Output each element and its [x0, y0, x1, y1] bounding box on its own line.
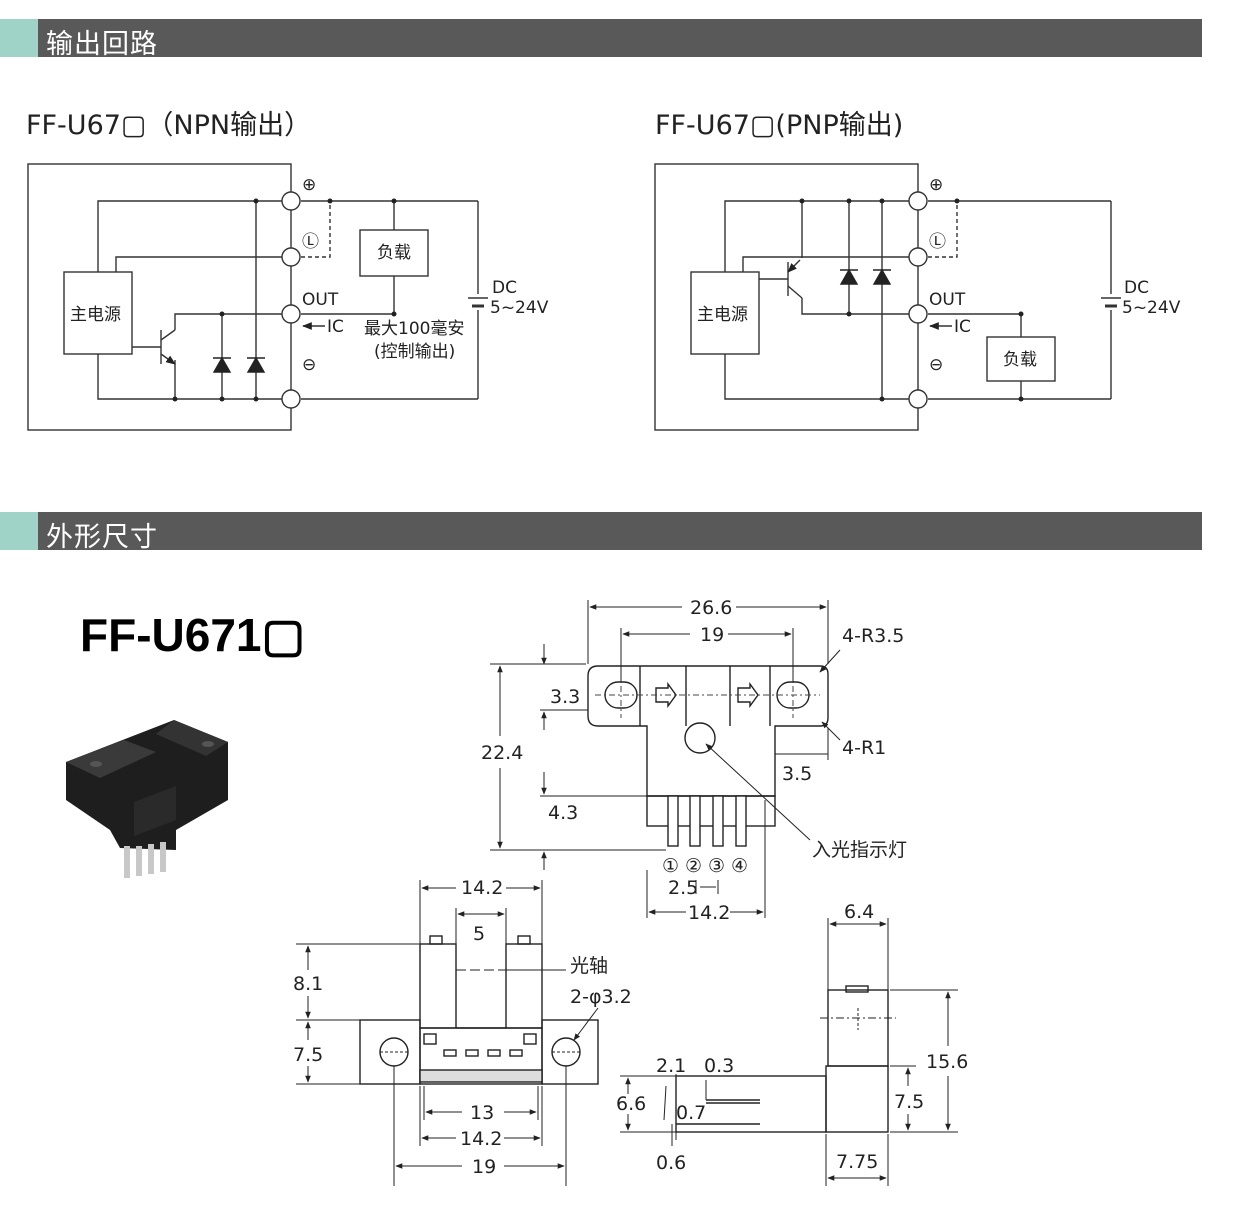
pnp-sensor-box — [654, 163, 919, 431]
dim-side-6-4: 6.4 — [844, 901, 874, 923]
optical-axis-label: 光轴 — [570, 955, 608, 977]
minus-icon: ⊖ — [929, 355, 943, 375]
dim-26-6: 26.6 — [690, 597, 732, 619]
dim-22-4: 22.4 — [481, 742, 523, 764]
npn-labels: ⊕ Ⓛ OUT IC ⊖ 主电源 负载 DC 5~24V 最大100毫安 (控制… — [70, 175, 549, 375]
pnp-zener-diodes — [839, 268, 892, 285]
minus-icon: ⊖ — [302, 355, 316, 375]
plus-icon: ⊕ — [929, 175, 943, 195]
dim-front-14-2: 14.2 — [461, 877, 503, 899]
dim-side-15-6: 15.6 — [926, 1051, 968, 1073]
section-title-bar: 输出回路 — [38, 19, 1202, 60]
dim-front-5: 5 — [473, 923, 485, 945]
top-view-drawing — [587, 665, 829, 847]
front-view-labels: 14.2 5 8.1 7.5 光轴 2-φ3.2 13 14.2 19 — [293, 877, 632, 1178]
load-label: 负载 — [377, 243, 411, 263]
section-accent — [0, 512, 38, 550]
npn-sensor-box — [27, 163, 292, 431]
section-bar-dimensions: 外形尺寸 — [0, 512, 1202, 553]
dim-19-top: 19 — [700, 624, 724, 646]
npn-circuit-title: FF-U67▢（NPN输出） — [26, 110, 312, 141]
side-view-dimensions — [620, 918, 958, 1186]
front-view-dimensions — [296, 880, 599, 1186]
voltage-label: 5~24V — [490, 298, 549, 318]
npn-zener-diodes — [212, 356, 266, 373]
side-view-labels: 6.4 15.6 2.1 0.3 6.6 0.7 7.5 0.6 7.75 — [616, 901, 968, 1174]
section-title: 输出回路 — [46, 29, 158, 60]
dim-3-5: 3.5 — [782, 763, 812, 785]
pnp-junction-dots — [799, 198, 1024, 402]
out-label: OUT — [302, 290, 339, 310]
dim-side-7-75: 7.75 — [836, 1151, 878, 1173]
l-terminal-icon: Ⓛ — [302, 232, 319, 252]
dim-side-7-5: 7.5 — [894, 1091, 924, 1113]
ic-label: IC — [327, 317, 344, 337]
npn-circuit — [27, 163, 488, 431]
dim-3-3: 3.3 — [550, 686, 580, 708]
dim-2-5: 2.5 — [668, 877, 698, 899]
plus-icon: ⊕ — [302, 175, 316, 195]
dim-4-r3-5: 4-R3.5 — [842, 625, 904, 647]
dim-side-0-7: 0.7 — [676, 1102, 706, 1124]
indicator-label: 入光指示灯 — [812, 839, 907, 861]
pnp-circuit — [654, 163, 1121, 431]
pin-2-label: ② — [685, 855, 702, 877]
pnp-labels: ⊕ Ⓛ OUT IC ⊖ 主电源 负载 DC 5~24V — [697, 175, 1181, 375]
dim-front-7-5: 7.5 — [293, 1044, 323, 1066]
dim-4-r1: 4-R1 — [842, 737, 886, 759]
out-label: OUT — [929, 290, 966, 310]
dim-front-19: 19 — [472, 1156, 496, 1178]
pin-1-label: ① — [662, 855, 679, 877]
control-output-label: (控制输出) — [374, 342, 455, 362]
dim-front-8-1: 8.1 — [293, 973, 323, 995]
dim-side-2-1: 2.1 — [656, 1055, 686, 1077]
dim-4-3: 4.3 — [548, 802, 578, 824]
main-power-label: 主电源 — [697, 305, 748, 325]
ic-label: IC — [954, 317, 971, 337]
dim-side-0-6: 0.6 — [656, 1152, 686, 1174]
top-view-centerlines — [595, 672, 820, 718]
pnp-circuit-title: FF-U67▢(PNP输出) — [655, 110, 904, 141]
dc-label: DC — [1124, 278, 1149, 298]
load-label: 负载 — [1003, 350, 1037, 370]
pin-4-label: ④ — [731, 855, 748, 877]
npn-junction-dots — [172, 198, 397, 402]
dim-front-13: 13 — [470, 1102, 494, 1124]
section-accent — [0, 19, 38, 57]
l-terminal-icon: Ⓛ — [929, 232, 946, 252]
max-current-label: 最大100毫安 — [364, 319, 464, 339]
product-photo — [66, 720, 228, 878]
section-title: 外形尺寸 — [46, 522, 158, 553]
main-power-label: 主电源 — [70, 305, 121, 325]
dim-side-6-6: 6.6 — [616, 1093, 646, 1115]
dim-14-2-top: 14.2 — [688, 902, 730, 924]
pin-3-label: ③ — [708, 855, 725, 877]
side-view-drawing — [675, 985, 889, 1133]
model-title: FF-U671▢ — [80, 609, 305, 661]
dc-label: DC — [492, 278, 517, 298]
front-view-drawing — [359, 935, 599, 1085]
dim-front-14-2-bottom: 14.2 — [460, 1128, 502, 1150]
section-bar-output-circuit: 输出回路 — [0, 19, 1202, 60]
top-view-labels: 26.6 19 4-R3.5 4-R1 3.3 22.4 3.5 4.3 入光指… — [481, 597, 907, 924]
holes-label: 2-φ3.2 — [570, 986, 632, 1008]
voltage-label: 5~24V — [1122, 298, 1181, 318]
section-title-bar: 外形尺寸 — [38, 512, 1202, 553]
dim-side-0-3: 0.3 — [704, 1055, 734, 1077]
top-view-dimensions — [490, 600, 841, 918]
